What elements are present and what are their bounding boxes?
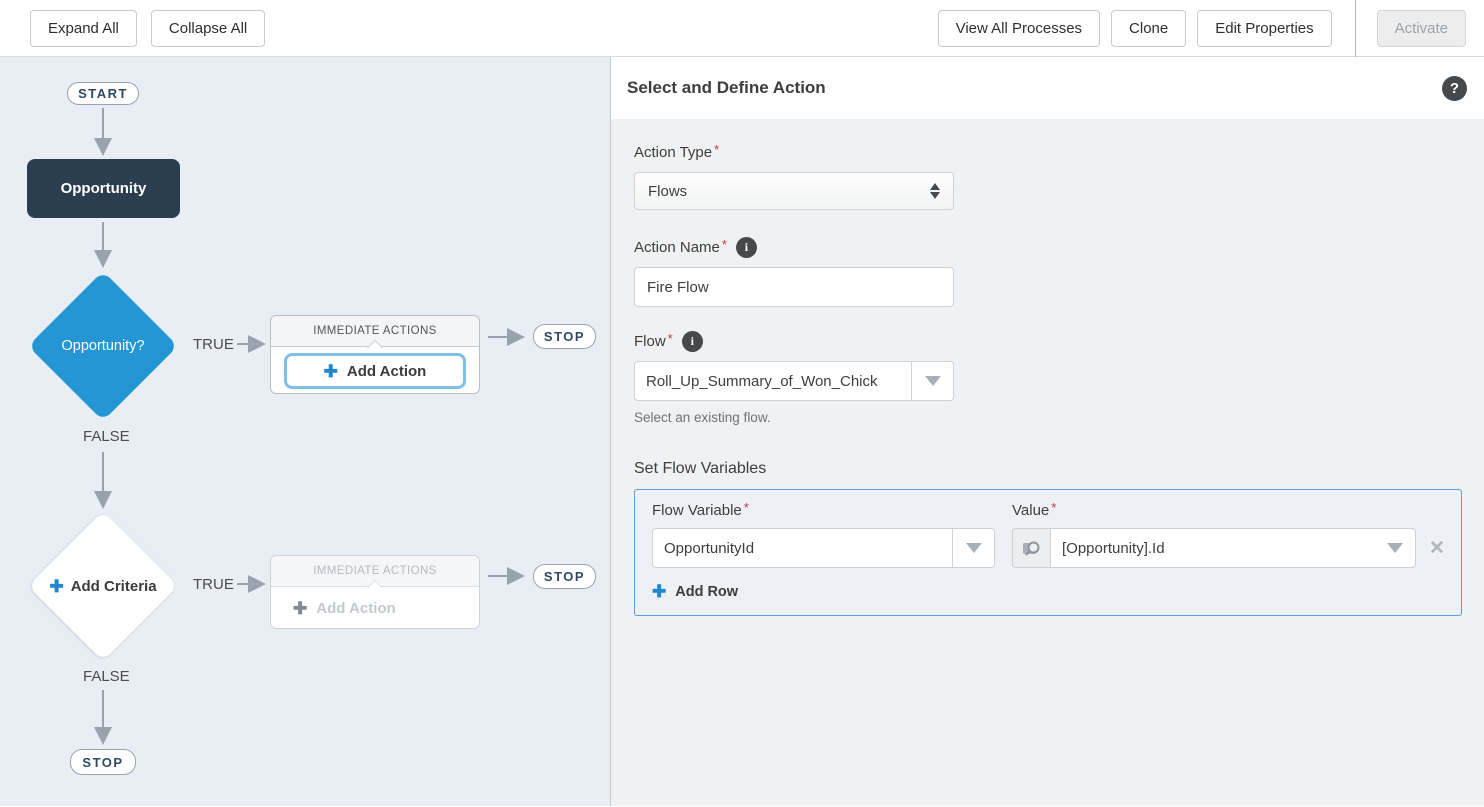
remove-row-icon[interactable]: ✕ bbox=[1429, 537, 1445, 559]
required-asterisk: * bbox=[667, 331, 673, 346]
decision-node-add-criteria[interactable]: ✚ Add Criteria bbox=[28, 511, 178, 661]
plus-icon: ✚ bbox=[293, 598, 308, 618]
value-label-text: Value bbox=[1012, 502, 1050, 519]
flow-combobox: Roll_Up_Summary_of_Won_Chick bbox=[634, 361, 954, 401]
action-name-input[interactable] bbox=[634, 267, 954, 307]
action-type-label: Action Type* bbox=[634, 142, 1484, 163]
stop-node-1: STOP bbox=[533, 324, 596, 349]
add-row-button[interactable]: ✚ Add Row bbox=[652, 583, 762, 600]
true-label-1: TRUE bbox=[193, 336, 234, 353]
add-action-button-disabled[interactable]: ✚ Add Action bbox=[271, 587, 479, 629]
immediate-actions-title: IMMEDIATE ACTIONS bbox=[313, 565, 437, 577]
stop-node-2: STOP bbox=[533, 564, 596, 589]
flow-variable-label-text: Flow Variable bbox=[652, 502, 742, 519]
required-asterisk: * bbox=[1051, 500, 1057, 515]
panel-header: Select and Define Action ? bbox=[611, 57, 1484, 119]
value-field-group: [Opportunity].Id bbox=[1012, 528, 1416, 568]
flow-variable-combobox: OpportunityId bbox=[652, 528, 995, 568]
flow-variables-box: Flow Variable* Value* OpportunityId bbox=[634, 489, 1462, 616]
flow-variable-row: OpportunityId [Op bbox=[652, 528, 1445, 568]
page-title: Select and Define Action bbox=[627, 78, 826, 97]
detail-panel: Select and Define Action ? Action Type* … bbox=[611, 57, 1484, 806]
flow-dropdown-button[interactable] bbox=[911, 362, 953, 400]
panel-body: Action Type* Flows Action Name* i Flow* … bbox=[611, 119, 1484, 616]
stop-node-3: STOP bbox=[70, 749, 136, 775]
action-type-label-text: Action Type bbox=[634, 144, 713, 161]
view-all-processes-button[interactable]: View All Processes bbox=[937, 9, 1101, 47]
info-icon[interactable]: i bbox=[681, 331, 703, 352]
plus-icon: ✚ bbox=[652, 582, 667, 601]
true-label-2: TRUE bbox=[193, 576, 234, 593]
lookup-icon bbox=[1023, 541, 1040, 555]
select-updown-icon bbox=[930, 183, 940, 199]
false-label-1: FALSE bbox=[83, 428, 130, 445]
immediate-actions-title: IMMEDIATE ACTIONS bbox=[313, 325, 437, 337]
flow-variable-input[interactable]: OpportunityId bbox=[664, 539, 755, 557]
required-asterisk: * bbox=[721, 237, 727, 252]
add-action-button-selected[interactable]: ✚ Add Action bbox=[284, 353, 466, 389]
edit-properties-button[interactable]: Edit Properties bbox=[1197, 9, 1332, 47]
expand-all-button[interactable]: Expand All bbox=[30, 9, 137, 47]
process-canvas: START Opportunity Opportunity? TRUE FALS… bbox=[0, 57, 611, 806]
required-asterisk: * bbox=[714, 142, 720, 157]
flow-combobox-input[interactable]: Roll_Up_Summary_of_Won_Chick bbox=[646, 372, 878, 390]
plus-icon: ✚ bbox=[49, 576, 64, 596]
action-type-value: Flows bbox=[648, 182, 688, 200]
start-node: START bbox=[67, 82, 139, 105]
immediate-actions-box-1: IMMEDIATE ACTIONS ✚ Add Action bbox=[270, 315, 480, 394]
flow-variable-column-label: Flow Variable* bbox=[652, 500, 1012, 520]
add-row-label: Add Row bbox=[675, 583, 739, 600]
value-dropdown-button[interactable] bbox=[1375, 529, 1415, 567]
add-action-label: Add Action bbox=[316, 599, 396, 617]
immediate-actions-header-1: IMMEDIATE ACTIONS bbox=[271, 316, 479, 356]
info-icon[interactable]: i bbox=[735, 237, 757, 258]
value-input[interactable]: [Opportunity].Id bbox=[1062, 539, 1165, 557]
flow-helper-text: Select an existing flow. bbox=[634, 410, 771, 425]
flow-variables-column-labels: Flow Variable* Value* bbox=[652, 500, 1445, 520]
toolbar-right-group: View All Processes Clone Edit Properties… bbox=[937, 0, 1484, 57]
activate-button[interactable]: Activate bbox=[1376, 9, 1466, 47]
plus-icon: ✚ bbox=[323, 361, 338, 381]
required-asterisk: * bbox=[743, 500, 749, 515]
false-label-2: FALSE bbox=[83, 668, 130, 685]
caret-down-icon bbox=[924, 376, 941, 386]
add-action-label: Add Action bbox=[346, 362, 427, 380]
caret-down-icon bbox=[965, 543, 982, 553]
value-column-label: Value* bbox=[1012, 500, 1057, 520]
action-name-label: Action Name* i bbox=[634, 237, 1484, 258]
decision-label: Opportunity? bbox=[61, 338, 145, 354]
field-lookup-button[interactable] bbox=[1013, 529, 1051, 567]
caret-down-icon bbox=[1387, 543, 1403, 553]
clone-button[interactable]: Clone bbox=[1111, 9, 1187, 47]
flow-label-text: Flow bbox=[634, 333, 666, 350]
add-criteria-text: Add Criteria bbox=[70, 577, 157, 595]
flow-label: Flow* i bbox=[634, 331, 1484, 352]
immediate-actions-header-2: IMMEDIATE ACTIONS bbox=[271, 556, 479, 596]
add-criteria-label: ✚ Add Criteria bbox=[28, 511, 178, 661]
flow-variable-dropdown-button[interactable] bbox=[952, 529, 994, 567]
action-name-label-text: Action Name bbox=[634, 239, 720, 256]
action-type-select[interactable]: Flows bbox=[634, 172, 954, 210]
toolbar-left-group: Expand All Collapse All bbox=[0, 9, 266, 47]
help-icon[interactable]: ? bbox=[1442, 75, 1467, 101]
flow-variables-heading: Set Flow Variables bbox=[634, 460, 767, 477]
decision-node-opportunity[interactable]: Opportunity? bbox=[28, 271, 178, 421]
immediate-actions-box-2: IMMEDIATE ACTIONS ✚ Add Action bbox=[270, 555, 480, 629]
collapse-all-button[interactable]: Collapse All bbox=[150, 9, 266, 47]
main-area: START Opportunity Opportunity? TRUE FALS… bbox=[0, 57, 1484, 806]
toolbar: Expand All Collapse All View All Process… bbox=[0, 0, 1484, 57]
trigger-node-opportunity[interactable]: Opportunity bbox=[27, 159, 180, 218]
toolbar-divider bbox=[1354, 0, 1356, 57]
